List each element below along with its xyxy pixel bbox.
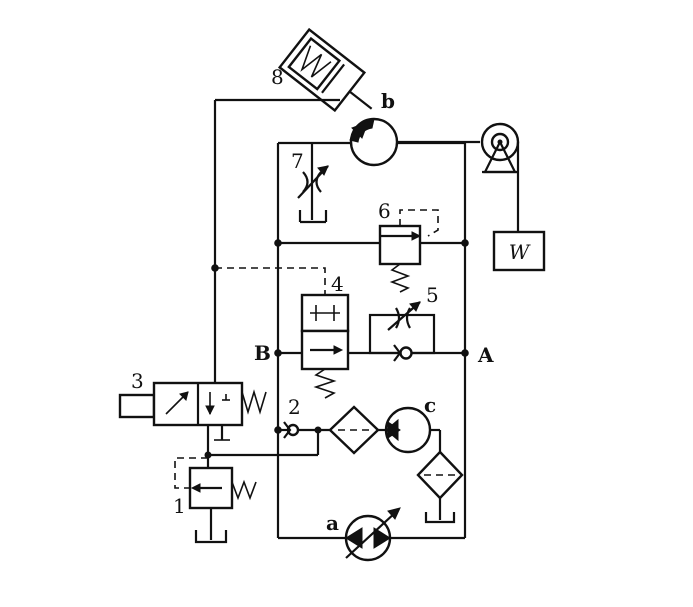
throttle-7 — [297, 143, 329, 224]
check-seat — [393, 344, 402, 362]
check-ball — [399, 346, 413, 360]
filter-2-tank — [424, 512, 456, 524]
label-B: B — [254, 341, 271, 365]
valve5-arc — [405, 307, 411, 329]
cylinder-piston — [321, 63, 345, 94]
valve1-spring — [231, 479, 257, 501]
valve3-arrowhead — [179, 391, 189, 401]
load-label: W — [509, 240, 531, 264]
valve4-arrowhead — [333, 345, 344, 355]
junction-dot — [461, 239, 469, 247]
label-8: 8 — [271, 65, 284, 89]
load-box — [492, 230, 546, 272]
solenoid-coil — [118, 393, 156, 419]
brake-cylinder-8 — [277, 27, 373, 113]
valve5-arc — [395, 307, 401, 329]
main-circuit-lines — [276, 141, 467, 540]
pump-a-triangle — [345, 527, 363, 549]
junction-dot-b — [274, 349, 282, 357]
pump-a — [344, 507, 401, 562]
label-4: 4 — [331, 272, 344, 296]
relief-valve-6 — [378, 209, 439, 293]
valve6-arrowhead — [411, 231, 422, 241]
label-1: 1 — [173, 494, 186, 518]
motor-b — [349, 117, 480, 167]
label-A: A — [477, 343, 494, 367]
label-b: b — [381, 89, 395, 113]
directional-valve-4 — [215, 267, 350, 399]
valve3-arrowhead — [205, 405, 215, 416]
throttle-arrowhead — [317, 165, 329, 176]
valve4-spring — [313, 368, 337, 399]
pump-a-triangle — [373, 527, 391, 549]
valve6-body — [378, 224, 422, 266]
valve4-pilot — [215, 267, 326, 295]
valve1-tank — [194, 530, 228, 544]
check-valve-2-seat — [283, 421, 292, 439]
cylinder-inner — [287, 36, 342, 91]
valve1-pilot — [174, 457, 208, 489]
pump-a-variable-arrow — [345, 511, 397, 559]
junction-dot-a — [461, 349, 469, 357]
label-6: 6 — [378, 199, 391, 223]
cylinder-spring — [300, 45, 332, 78]
junction-dot — [274, 239, 282, 247]
pump-c-triangle — [385, 418, 399, 442]
pump-a-arrowhead — [387, 507, 401, 520]
charge-circuit — [278, 405, 464, 524]
label-7: 7 — [291, 149, 304, 173]
valve3-spring — [241, 389, 267, 415]
pulley-load: W — [480, 122, 546, 272]
label-5: 5 — [426, 283, 439, 307]
valve6-pilot — [399, 209, 439, 237]
check-throttle-5 — [368, 301, 436, 362]
cylinder-rod — [348, 90, 373, 110]
motor-b-triangle — [349, 118, 375, 143]
solenoid-valve-3 — [118, 381, 267, 468]
label-3: 3 — [131, 369, 144, 393]
labels: 8 b 7 6 4 5 B A 3 2 c 1 a — [131, 65, 494, 535]
label-2: 2 — [288, 395, 301, 419]
valve1-arrowhead — [190, 483, 201, 493]
valve6-spring — [389, 263, 411, 293]
valve4-upper — [300, 293, 350, 333]
relief-valve-1 — [174, 453, 278, 544]
valve5-arrowhead — [409, 301, 421, 312]
label-c: c — [424, 393, 436, 417]
valve5-bypass — [368, 313, 436, 355]
label-a: a — [326, 511, 339, 535]
